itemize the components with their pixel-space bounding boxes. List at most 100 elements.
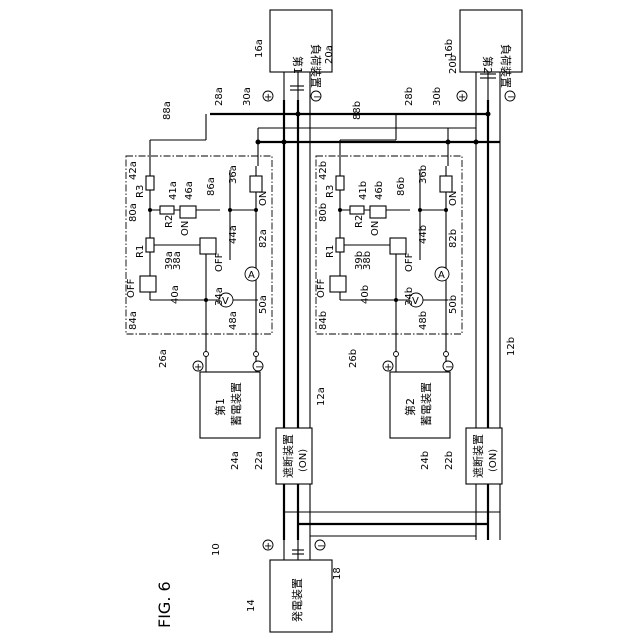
res-label-r2-a: R2 — [164, 215, 175, 228]
switch-34b — [390, 238, 406, 254]
switch-label-off-left-b: OFF — [316, 278, 327, 298]
ref-26a: 26a — [158, 349, 169, 368]
ref-80b: 80b — [318, 203, 329, 222]
svg-text:+: + — [458, 92, 466, 103]
ref-46a: 46a — [184, 181, 195, 200]
switch-36a — [250, 176, 262, 192]
svg-text:+: + — [194, 362, 202, 373]
ref-88b: 88b — [352, 101, 363, 120]
switch-34a — [200, 238, 216, 254]
ref-label-load-1: 16a — [254, 39, 265, 58]
switch-40b — [330, 276, 346, 292]
ref-30b: 30b — [432, 87, 443, 106]
ref-label-20a: 20a — [324, 45, 335, 64]
ref-40b: 40b — [360, 285, 371, 304]
ref-42b: 42b — [318, 161, 329, 180]
ref-label-breaker-a: 22a — [254, 451, 265, 470]
switch-46a — [180, 206, 196, 218]
resistor-r3-b — [336, 176, 344, 190]
switch-label-on-left-a: ON — [180, 221, 191, 236]
storage-2-leads: + − — [383, 334, 453, 373]
ref-label-generator: 14 — [246, 599, 257, 612]
unit-b-labels: R3 R2 R1 ON ON OFF OFF 80b 42b 41b 46b 8… — [316, 87, 517, 368]
ref-38b: 38b — [362, 251, 373, 270]
load-2-line1: 第2 — [481, 56, 495, 74]
res-label-r2-b: R2 — [354, 215, 365, 228]
ref-30a: 30a — [242, 87, 253, 106]
ref-36a: 36a — [228, 165, 239, 184]
ref-label-system: 10 — [211, 543, 222, 556]
res-label-r1-a: R1 — [135, 245, 146, 258]
storage-2-line2: 蓄電装置 — [420, 382, 433, 426]
unit-a-labels: R3 R2 R1 ON ON OFF OFF 80a 42a 41a 46a 8… — [126, 87, 327, 406]
ref-46b: 46b — [374, 181, 385, 200]
switch-label-off-left-a: OFF — [126, 278, 137, 298]
svg-text:−: − — [255, 362, 263, 373]
ref-82a: 82a — [258, 229, 269, 248]
svg-text:−: − — [507, 92, 515, 103]
svg-text:+: + — [264, 541, 272, 552]
ref-36b: 36b — [418, 165, 429, 184]
generator-label: 発電装置 — [290, 578, 304, 622]
resistor-r2-a — [160, 206, 174, 214]
ref-86a: 86a — [206, 177, 217, 196]
ref-34a: 34a — [214, 287, 225, 306]
ref-44b: 44b — [418, 225, 429, 244]
load-1-line1: 第1 — [291, 56, 305, 74]
ref-40a: 40a — [170, 285, 181, 304]
storage-1-line2: 蓄電装置 — [230, 382, 243, 426]
ref-42a: 42a — [128, 161, 139, 180]
ref-80a: 80a — [128, 203, 139, 222]
switch-46b — [370, 206, 386, 218]
ref-41a: 41a — [168, 181, 179, 200]
svg-text:−: − — [445, 362, 453, 373]
load-2-line2: 負荷装置 — [499, 44, 512, 88]
resistor-r1-a — [146, 238, 154, 252]
ref-label-storage-2: 24b — [420, 451, 431, 470]
ref-28b: 28b — [404, 87, 415, 106]
ref-44a: 44a — [228, 225, 239, 244]
svg-text:+: + — [384, 362, 392, 373]
ref-41b: 41b — [358, 181, 369, 200]
ref-82b: 82b — [448, 229, 459, 248]
storage-1-line1: 第1 — [213, 398, 227, 416]
switch-label-on-right-a: ON — [258, 191, 269, 206]
ammeter-b-label: A — [438, 270, 445, 281]
figure-title: FIG. 6 — [155, 581, 174, 628]
ref-50a: 50a — [258, 295, 269, 314]
load-1-line2: 負荷装置 — [309, 44, 322, 88]
res-label-r3-a: R3 — [135, 185, 146, 198]
svg-text:+: + — [264, 92, 272, 103]
svg-text:−: − — [313, 92, 321, 103]
ref-label-storage-1: 24a — [230, 451, 241, 470]
switch-40a — [140, 276, 156, 292]
ref-48a: 48a — [228, 311, 239, 330]
ref-34b: 34b — [404, 287, 415, 306]
switch-label-off-mid-b: OFF — [404, 252, 415, 272]
resistor-r1-b — [336, 238, 344, 252]
ref-86b: 86b — [396, 177, 407, 196]
ref-84b: 84b — [318, 311, 329, 330]
storage-1-leads: + − — [193, 334, 263, 373]
ref-label-breaker-b: 22b — [444, 451, 455, 470]
switch-label-off-mid-a: OFF — [214, 252, 225, 272]
ref-28a: 28a — [214, 87, 225, 106]
ammeter-a-label: A — [248, 270, 255, 281]
switch-label-on-right-b: ON — [448, 191, 459, 206]
breaker-a-line2: (ON) — [298, 449, 309, 472]
breaker-a-line1: 遮断装置 — [281, 434, 295, 478]
ref-84a: 84a — [128, 311, 139, 330]
bus-bottom-interconnect — [284, 512, 500, 536]
storage-2-line1: 第2 — [403, 398, 417, 416]
ref-38a: 38a — [172, 251, 183, 270]
switch-36b — [440, 176, 452, 192]
resistor-r2-b — [350, 206, 364, 214]
breaker-b-line1: 遮断装置 — [471, 434, 485, 478]
switch-label-on-left-b: ON — [370, 221, 381, 236]
res-label-r1-b: R1 — [325, 245, 336, 258]
ref-label-18: 18 — [332, 567, 343, 580]
ref-12b: 12b — [506, 337, 517, 356]
ref-26b: 26b — [348, 349, 359, 368]
svg-text:−: − — [317, 541, 325, 552]
ref-label-20b: 20b — [448, 55, 459, 74]
